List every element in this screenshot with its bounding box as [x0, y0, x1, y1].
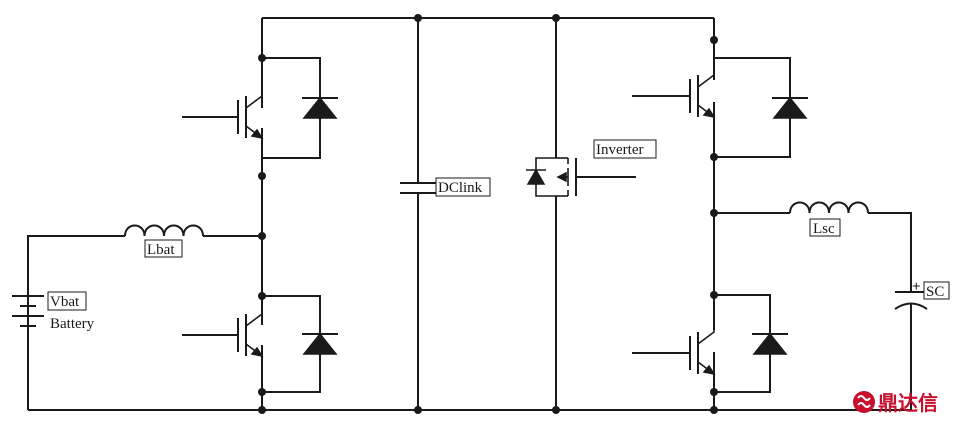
watermark-text: 鼎达信 [878, 391, 938, 415]
vbat-label-box [47, 291, 87, 311]
battery-symbol [12, 295, 44, 327]
lsc-label-box [809, 218, 841, 237]
diode-right-lower [714, 294, 788, 393]
igbt-left-upper [182, 58, 264, 176]
diode-right-upper [714, 57, 808, 158]
sc-label-box [923, 281, 950, 300]
sc-label: SC [926, 284, 944, 300]
dclink-label-box [435, 177, 491, 197]
watermark-logo: 鼎达信 [853, 391, 938, 415]
vbat-label: Vbat [50, 294, 80, 310]
lbat-label-box [144, 239, 183, 258]
igbt-right-lower [632, 295, 716, 392]
inductor-lsc [789, 201, 869, 214]
igbt-left-lower [182, 296, 264, 392]
inverter-label: Inverter [596, 142, 643, 158]
mosfet-inverter [526, 157, 636, 197]
sc-polarity-mark: + [912, 279, 921, 295]
battery-label: Battery [50, 316, 95, 332]
dclink-label: DClink [438, 180, 483, 196]
inverter-label-box [593, 139, 657, 159]
igbt-right-upper [632, 40, 716, 157]
watermark-badge-icon [853, 391, 875, 413]
diode-left-upper [262, 57, 338, 159]
lsc-label: Lsc [813, 221, 835, 237]
diode-left-lower [262, 295, 338, 393]
lbat-label: Lbat [147, 242, 175, 258]
inductor-lbat [124, 224, 204, 237]
capacitor-dclink [400, 182, 436, 194]
capacitor-sc [894, 291, 928, 310]
